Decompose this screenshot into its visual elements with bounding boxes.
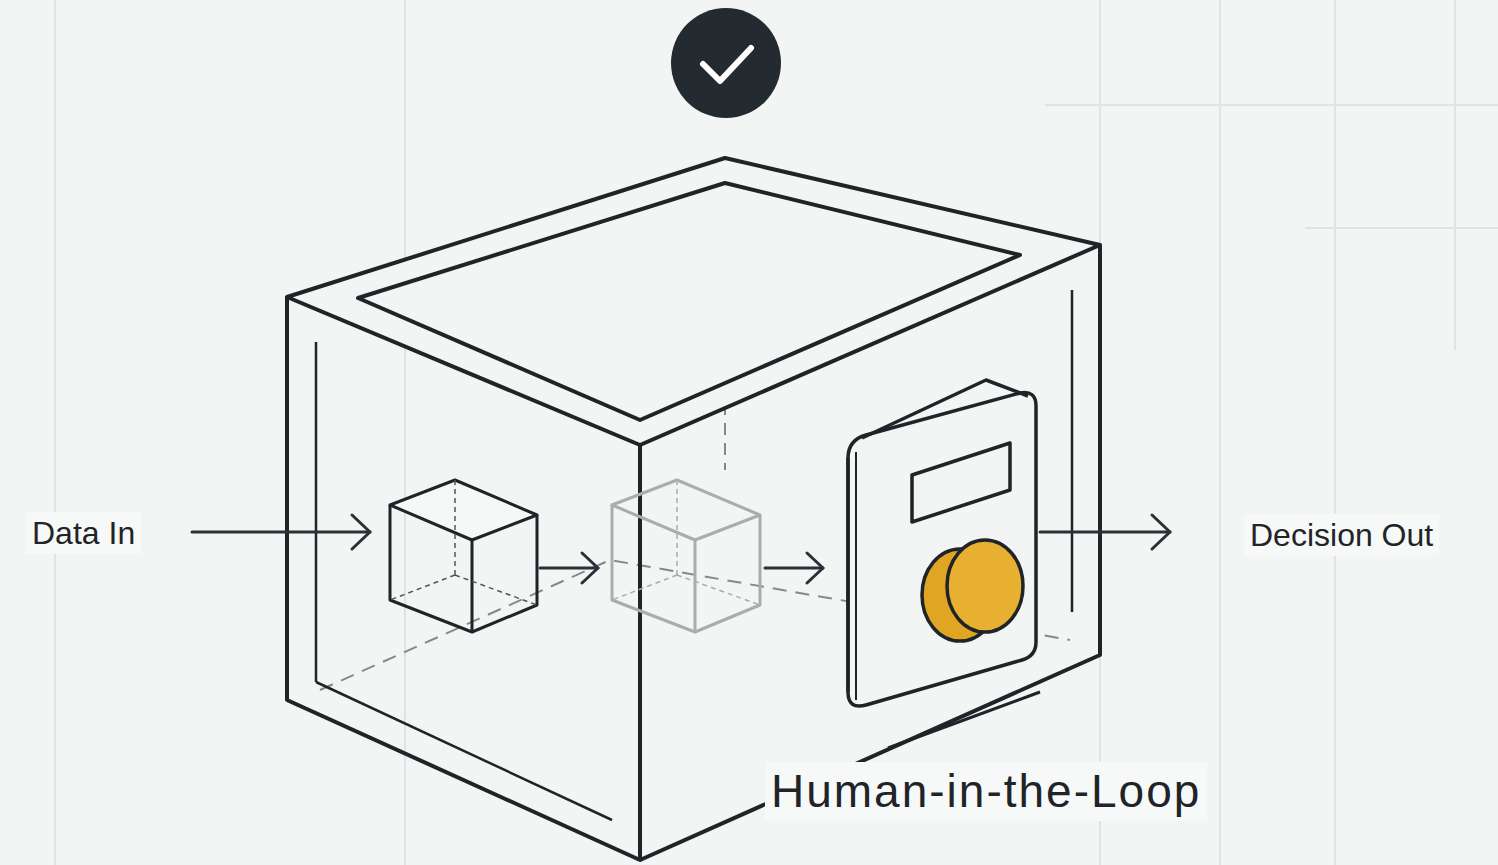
check-badge: [671, 8, 781, 118]
control-device: [848, 380, 1036, 706]
output-label: Decision Out: [1244, 514, 1439, 556]
leader-line: [888, 692, 1040, 748]
background-grid: [55, 0, 1498, 865]
input-label: Data In: [26, 512, 141, 554]
processing-cubes: [390, 480, 760, 632]
component-label: Human-in-the-Loop: [765, 762, 1207, 821]
outer-cube: [287, 158, 1100, 860]
